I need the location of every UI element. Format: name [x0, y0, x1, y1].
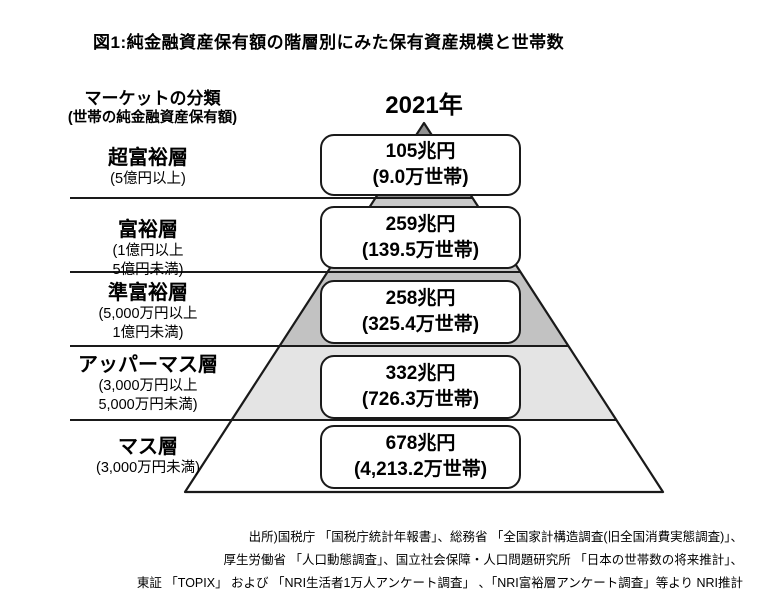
tier-name: 超富裕層 [108, 147, 188, 169]
households-value: (9.0万世帯) [372, 167, 469, 188]
tier-range-line: (5億円以上) [110, 171, 186, 187]
source-line: 出所)国税庁 「国税庁統計年報書」、総務省 「全国家計構造調査(旧全国消費実態調… [248, 530, 743, 544]
tier-name: マス層 [118, 436, 178, 458]
value-box-semi-rich: 258兆円 (325.4万世帯) [320, 280, 521, 344]
tier-range-line: (3,000万円以上 [98, 378, 198, 394]
households-value: (139.5万世帯) [361, 239, 480, 261]
market-classification-sublabel: (世帯の純金融資産保有額) [67, 110, 238, 126]
tier-label-semi-rich: 準富裕層 (5,000万円以上 1億円未満) [48, 281, 248, 343]
assets-value: 678兆円 [385, 433, 456, 454]
tier-range-line: (5,000万円以上 [98, 306, 198, 322]
tier-name: アッパーマス層 [78, 354, 218, 376]
tier-label-mass: マス層 (3,000万円未満) [48, 435, 248, 478]
value-box-mass: 678兆円 (4,213.2万世帯) [320, 425, 521, 489]
households-value: (4,213.2万世帯) [353, 459, 488, 480]
value-box-upper-mass: 332兆円 (726.3万世帯) [320, 355, 521, 419]
tier-name: 富裕層 [118, 219, 178, 241]
tier-range-line: 5億円未満) [112, 262, 184, 278]
tier-label-super-rich: 超富裕層 (5億円以上) [48, 146, 248, 189]
source-line: 東証 「TOPIX」 および 「NRI生活者1万人アンケート調査」 、「NRI富… [136, 576, 743, 590]
value-box-rich: 259兆円 (139.5万世帯) [320, 206, 521, 269]
households-value: (325.4万世帯) [361, 314, 480, 335]
tier-label-rich: 富裕層 (1億円以上 5億円未満) [48, 218, 248, 280]
tier-range-line: 5,000万円未満) [98, 397, 198, 413]
tier-range-line: 1億円未満) [112, 325, 184, 341]
source-line: 厚生労働省 「人口動態調査」、国立社会保障・人口問題研究所 「日本の世帯数の将来… [223, 553, 743, 567]
assets-value: 105兆円 [385, 141, 456, 162]
assets-value: 332兆円 [385, 363, 456, 384]
pyramid-outline [183, 121, 665, 494]
year-label: 2021年 [385, 92, 463, 119]
market-classification-label: マーケットの分類 [84, 89, 221, 108]
value-box-super-rich: 105兆円 (9.0万世帯) [320, 134, 521, 196]
tier-name: 準富裕層 [108, 282, 188, 304]
tier-range-line: (1億円以上 [112, 243, 184, 259]
tier-label-upper-mass: アッパーマス層 (3,000万円以上 5,000万円未満) [48, 353, 248, 415]
households-value: (726.3万世帯) [361, 389, 480, 410]
figure-title: 図1:純金融資産保有額の階層別にみた保有資産規模と世帯数 [93, 33, 565, 52]
assets-value: 259兆円 [385, 213, 456, 235]
tier-range-line: (3,000万円未満) [96, 460, 200, 476]
source-note: 出所)国税庁 「国税庁統計年報書」、総務省 「全国家計構造調査(旧全国消費実態調… [19, 526, 743, 595]
assets-value: 258兆円 [385, 288, 456, 309]
